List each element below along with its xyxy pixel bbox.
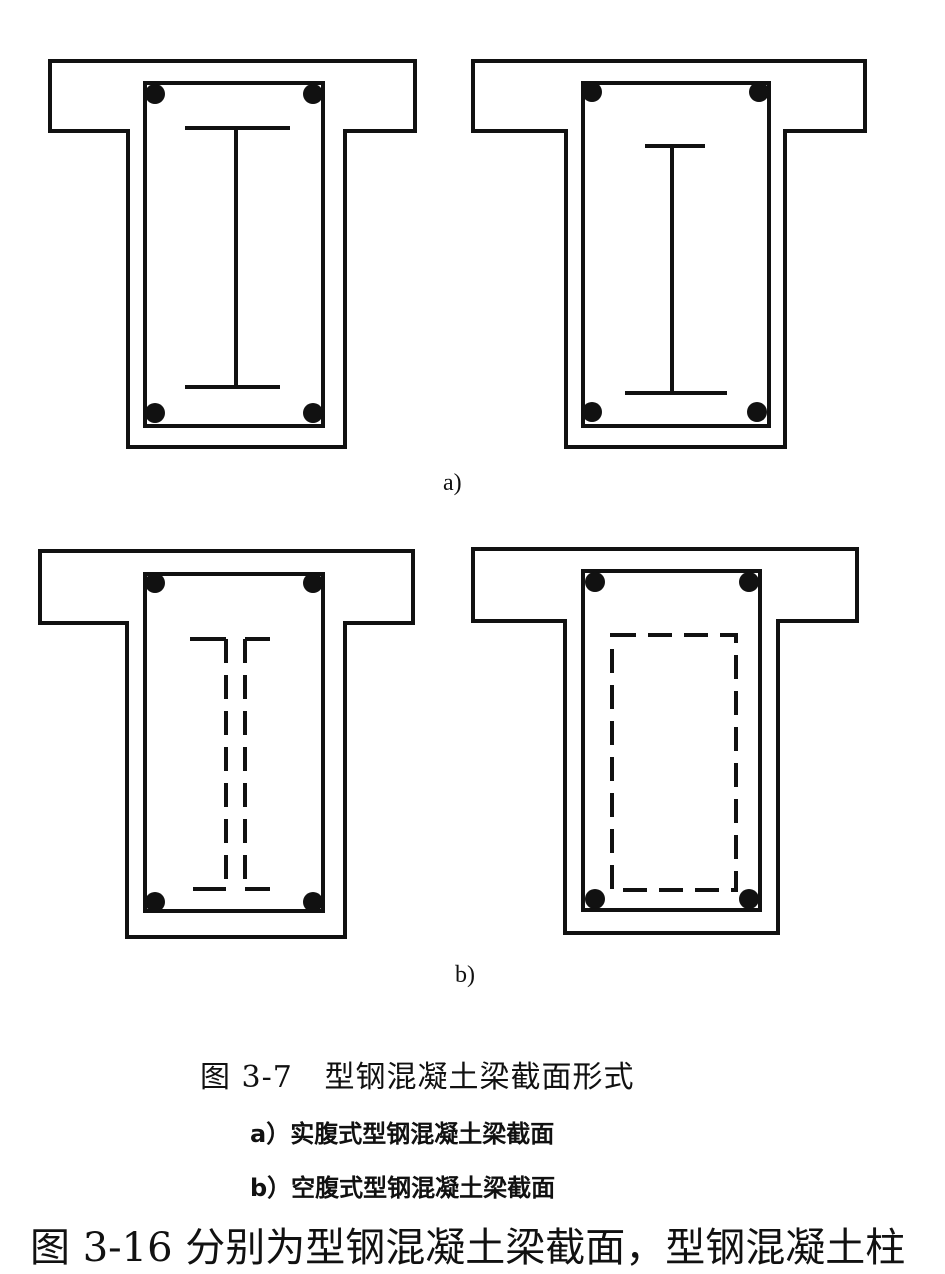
subfigure-label-b: b) [455, 962, 475, 988]
t-beam-outline [48, 59, 417, 449]
t-beam-outline [471, 59, 867, 449]
cut-off-text-line: 图 3-16 分别为型钢混凝土梁截面，型钢混凝土柱 [30, 1225, 906, 1271]
t-beam-outline [38, 549, 415, 939]
section-solid-web-right [471, 59, 867, 449]
t-beam-outline [471, 547, 859, 935]
section-solid-web-left [48, 59, 417, 449]
stirrup-rect [581, 569, 762, 912]
section-open-web-left [38, 549, 415, 939]
stirrup-rect [581, 81, 771, 428]
beam-section-figure [38, 59, 867, 939]
stirrup-rect [143, 81, 325, 428]
figure-caption-b: b）空腹式型钢混凝土梁截面 [250, 1174, 556, 1202]
steel-angles [190, 637, 270, 891]
figure-caption-a: a）实腹式型钢混凝土梁截面 [250, 1120, 555, 1148]
rebar-dots [145, 82, 769, 912]
stirrup-rect [143, 572, 325, 913]
figure-caption-title: 图 3-7 型钢混凝土梁截面形式 [200, 1060, 635, 1095]
section-open-web-right [471, 547, 859, 935]
subfigure-label-a: a) [443, 470, 462, 496]
steel-lattice-frame [610, 633, 738, 892]
